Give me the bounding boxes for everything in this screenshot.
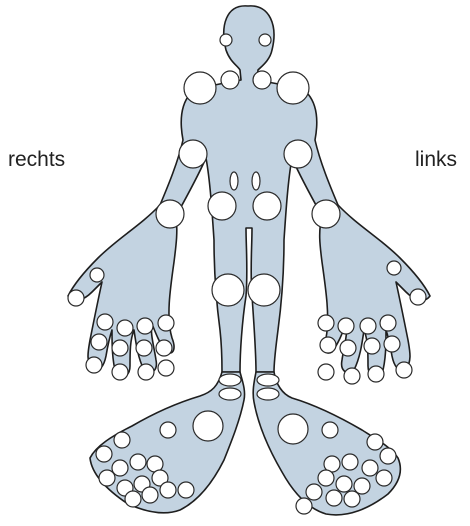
joint-marker	[130, 454, 146, 470]
label-left-side: links	[415, 148, 457, 172]
joint-marker	[257, 388, 279, 400]
joint-marker	[278, 414, 308, 444]
joint-marker	[178, 482, 194, 498]
joint-marker	[248, 274, 280, 306]
joint-marker	[90, 268, 104, 282]
joint-marker	[322, 422, 338, 438]
joint-marker	[179, 140, 207, 168]
joint-marker	[318, 470, 334, 486]
joint-marker	[97, 314, 113, 330]
joint-marker	[326, 490, 342, 506]
joint-marker	[156, 200, 184, 228]
joint-marker	[320, 337, 336, 353]
joint-marker	[112, 460, 128, 476]
joint-marker	[208, 192, 236, 220]
joint-marker	[136, 340, 152, 356]
label-right-side: rechts	[8, 148, 65, 172]
joint-marker	[312, 200, 340, 228]
joint-marker	[68, 290, 84, 306]
joint-marker	[367, 434, 383, 450]
joint-marker	[340, 340, 356, 356]
joint-marker	[318, 364, 334, 380]
joint-marker	[336, 476, 352, 492]
joint-marker	[257, 374, 279, 386]
joint-marker	[138, 364, 154, 380]
joint-marker	[380, 315, 396, 331]
joint-marker	[193, 411, 223, 441]
joint-marker	[112, 364, 128, 380]
joint-marker	[142, 487, 158, 503]
joint-marker	[338, 318, 354, 334]
joint-marker	[230, 172, 238, 190]
joint-marker	[158, 360, 174, 376]
joint-marker	[296, 498, 312, 514]
joint-marker	[99, 470, 115, 486]
joint-marker	[306, 484, 322, 500]
joint-marker	[160, 482, 176, 498]
joint-marker	[212, 274, 244, 306]
joint-marker	[396, 362, 412, 378]
joint-marker	[160, 422, 176, 438]
joint-marker	[387, 261, 401, 275]
joint-marker	[284, 140, 312, 168]
joint-marker	[219, 388, 241, 400]
joint-marker	[253, 192, 281, 220]
body-outline	[160, 6, 338, 372]
joint-marker	[376, 470, 392, 486]
joint-marker	[344, 368, 360, 384]
joint-marker	[96, 446, 112, 462]
joint-marker	[91, 334, 107, 350]
joint-marker	[125, 491, 141, 507]
joint-marker	[318, 315, 334, 331]
joint-marker	[410, 289, 426, 305]
joint-marker	[368, 366, 384, 382]
joint-marker	[252, 172, 260, 190]
joint-marker	[354, 478, 370, 494]
joint-marker	[342, 454, 358, 470]
joint-marker	[220, 34, 232, 46]
joint-marker	[362, 460, 378, 476]
joint-marker	[221, 71, 239, 89]
joint-marker	[259, 34, 271, 46]
joint-marker	[86, 357, 102, 373]
joint-marker	[156, 340, 172, 356]
joint-marker	[184, 72, 216, 104]
joint-marker	[253, 71, 271, 89]
joint-marker	[112, 340, 128, 356]
joint-marker	[158, 315, 174, 331]
joint-marker	[114, 432, 130, 448]
joint-marker	[277, 72, 309, 104]
joint-marker	[380, 448, 396, 464]
joint-marker	[137, 318, 153, 334]
joint-marker	[219, 374, 241, 386]
joint-marker	[364, 338, 380, 354]
joint-marker	[384, 336, 400, 352]
joint-marker	[344, 491, 360, 507]
joint-marker	[117, 320, 133, 336]
joint-marker	[360, 318, 376, 334]
